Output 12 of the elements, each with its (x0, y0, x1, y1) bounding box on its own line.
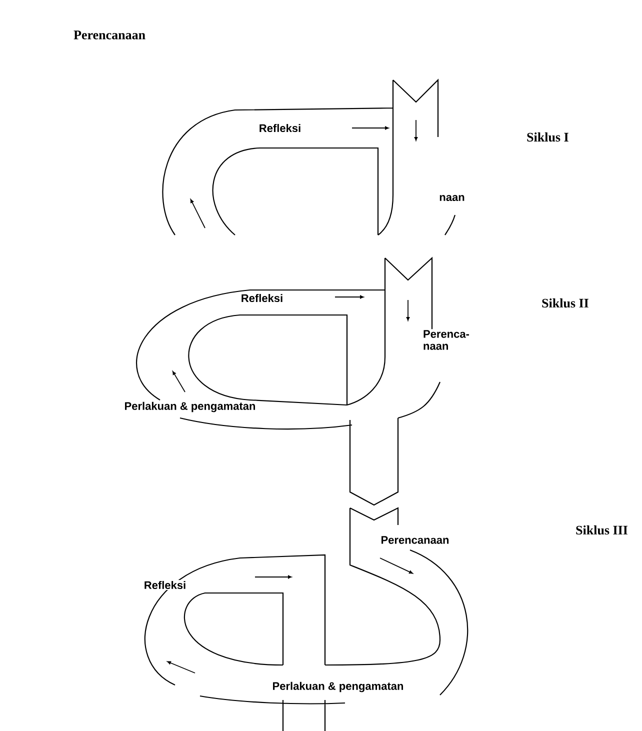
stage-label: Refleksi (142, 580, 188, 590)
cycle-label: Siklus II (540, 297, 590, 309)
heading: Perencanaan (72, 30, 147, 40)
cycle-label: Siklus III (574, 524, 629, 536)
cycle-label: Siklus I (526, 131, 570, 143)
stage-label: naan (438, 194, 466, 202)
stage-label: Refleksi (258, 122, 302, 134)
stage-label: Perenca- naan (422, 329, 469, 351)
stage-label: Perlakuan & pengamatan (123, 400, 257, 414)
stage-label: Perencanaan (380, 535, 450, 545)
stage-label: Refleksi (240, 292, 284, 304)
stage-label: Perlakuan & pengamatan (271, 680, 405, 694)
